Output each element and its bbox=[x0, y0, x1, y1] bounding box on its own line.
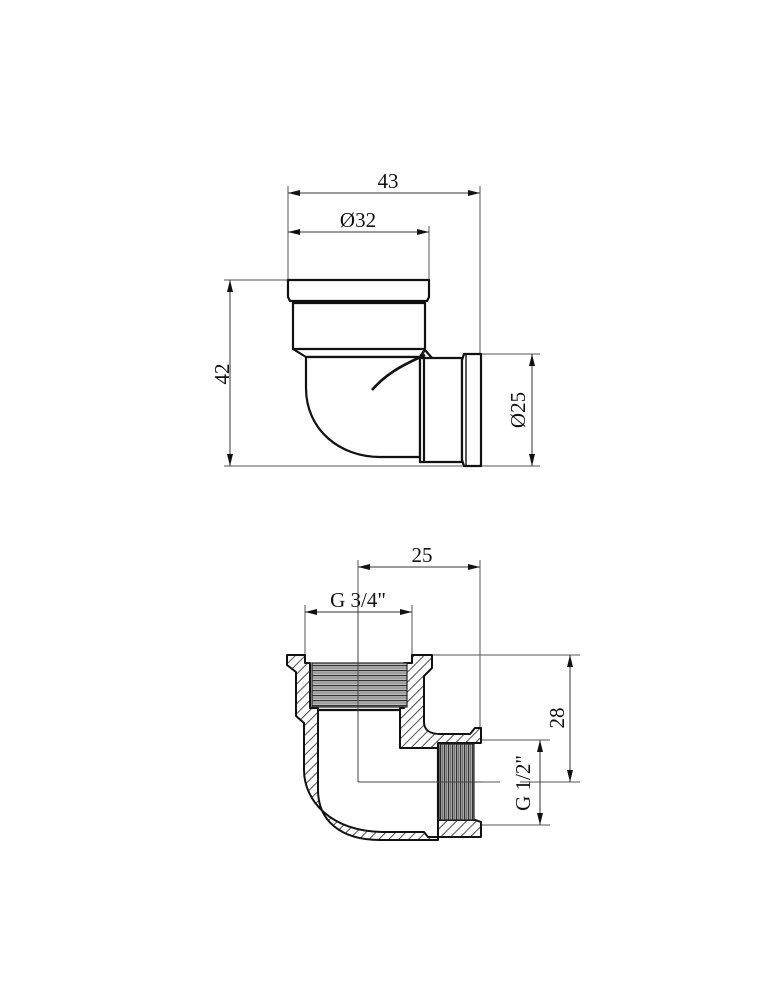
elbow-exterior-outline bbox=[286, 278, 483, 468]
dimension-overall-width: 43 bbox=[288, 169, 480, 196]
dimension-top-diameter: Ø32 bbox=[288, 208, 429, 235]
extension-lines bbox=[224, 186, 540, 467]
dim-label-d32: Ø32 bbox=[340, 208, 376, 232]
dimension-side-diameter: Ø25 bbox=[506, 354, 535, 466]
section-walls bbox=[286, 654, 482, 841]
section-centerlines bbox=[357, 605, 482, 783]
dim-label-28: 28 bbox=[545, 708, 569, 729]
dim-label-25: 25 bbox=[412, 543, 433, 567]
exterior-view: 43 Ø32 42 Ø25 bbox=[210, 169, 540, 468]
section-view: 25 G 3/4" 28 G 1/2" bbox=[286, 543, 580, 841]
dim-label-g12: G 1/2" bbox=[511, 755, 535, 811]
dim-label-d25: Ø25 bbox=[506, 392, 530, 428]
dim-label-42: 42 bbox=[210, 364, 234, 385]
dim-label-43: 43 bbox=[378, 169, 399, 193]
dimension-side-thread: G 1/2" bbox=[511, 740, 543, 825]
dimension-top-thread: G 3/4" bbox=[305, 588, 412, 615]
dimension-center-to-face-h: 25 bbox=[358, 543, 480, 570]
dimension-center-to-face-v: 28 bbox=[545, 655, 573, 782]
section-bore bbox=[318, 708, 440, 820]
dimension-overall-height: 42 bbox=[210, 280, 234, 466]
top-thread-g34 bbox=[311, 662, 408, 708]
